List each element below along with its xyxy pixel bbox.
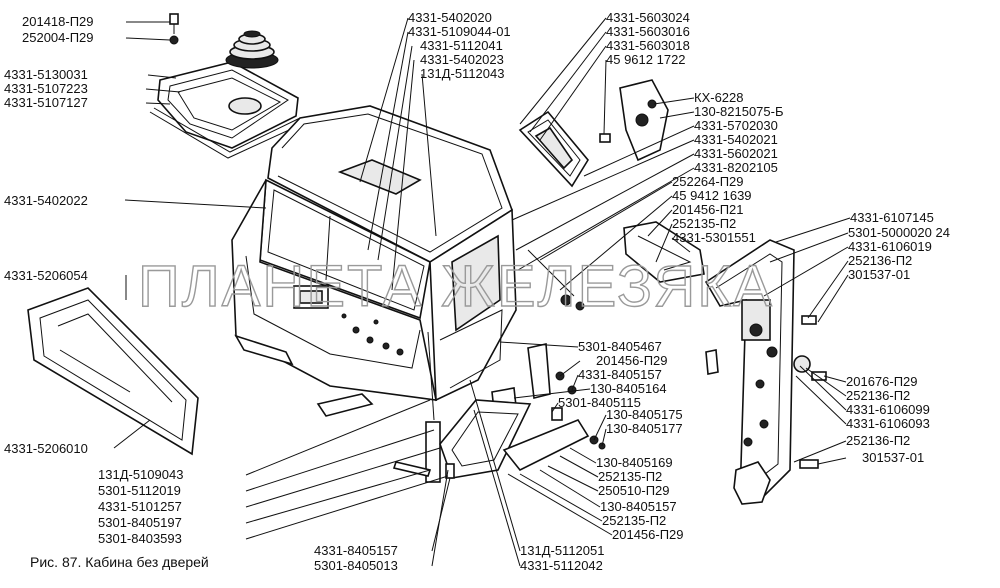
callout-label: 130-8405177 [606,421,683,436]
floor-cover-assembly [149,61,303,159]
callout-label: 5301-8405115 [558,395,641,410]
windshield-glass [27,287,199,456]
callout-label: 252136-П2 [848,253,912,268]
callout-label: 5301-5112019 [98,483,181,498]
callout-label: 4331-5402022 [4,193,88,208]
callout-label: 4331-8405157 [578,367,662,382]
callout-label: 301537-01 [862,450,924,465]
callout-label: 130-8405164 [590,381,667,396]
side-support-bracket [527,221,705,311]
callout-label: 4331-5602021 [694,146,778,161]
callout-label: 201418-П29 [22,14,94,29]
callout-label: 252004-П29 [22,30,94,45]
callout-label: 4331-8202105 [694,160,778,175]
callout-label: 4331-5107127 [4,95,88,110]
callout-label: 5301-5000020 24 [848,225,950,240]
callout-label: 130-8405169 [596,455,673,470]
callout-label: 252136-П2 [846,433,910,448]
callout-label: 4331-6106093 [846,416,930,431]
leader-lines [113,17,851,567]
callout-label: 131Д-5112043 [420,66,504,81]
callout-label: 4331-6106099 [846,402,930,417]
watermark-text: ПЛАНЕТА ЖЕЛЕЗЯКА [138,254,774,319]
callout-label: 5301-8405013 [314,558,398,573]
mirror-bracket [599,79,669,162]
callout-label: 5301-8405467 [578,339,662,354]
callout-label: 201456-П29 [612,527,684,542]
callout-label: 201456-П29 [596,353,668,368]
callout-label: 131Д-5109043 [98,467,183,482]
callout-label: 130-8405157 [600,499,677,514]
callout-label: 301537-01 [848,267,910,282]
callout-label: 4331-5402020 [408,10,492,25]
callout-label: 4331-5603024 [606,10,690,25]
callout-label: 4331-5112042 [520,558,603,573]
callout-label: 4331-5206054 [4,268,88,283]
callout-labels: 201418-П29 252004-П29 4331-5130031 4331-… [4,10,950,573]
rear-column-assembly [704,239,827,505]
callout-label: 252264-П29 [672,174,744,189]
callout-label: 201676-П29 [846,374,918,389]
callout-label: 4331-5206010 [4,441,88,456]
callout-label: 252135-П2 [598,469,662,484]
rear-window-seal [518,110,589,188]
callout-label: 45 9412 1639 [672,188,752,203]
gear-lever-boot [225,30,279,69]
callout-label: 4331-6107145 [850,210,934,225]
screw-and-washer [169,13,179,45]
figure-caption: Рис. 87. Кабина без дверей [30,554,209,570]
callout-label: 45 9612 1722 [606,52,686,67]
callout-label: 4331-5402023 [420,52,504,67]
callout-label: 252135-П2 [602,513,666,528]
callout-label: 4331-5130031 [4,67,88,82]
callout-label: 130-8215075-Б [694,104,784,119]
callout-label: 130-8405175 [606,407,683,422]
callout-label: 252136-П2 [846,388,910,403]
callout-label: 4331-8405157 [314,543,398,558]
callout-label: 4331-5101257 [98,499,182,514]
callout-label: 5301-8405197 [98,515,182,530]
callout-label: 4331-5402021 [694,132,778,147]
callout-label: 4331-5109044-01 [408,24,511,39]
callout-label: 131Д-5112051 [520,543,604,558]
callout-label: КХ-6228 [694,90,744,105]
callout-label: 4331-5107223 [4,81,88,96]
callout-label: 250510-П29 [598,483,670,498]
callout-label: 4331-5112041 [420,38,503,53]
callout-label: 4331-5702030 [694,118,778,133]
callout-label: 4331-6106019 [848,239,932,254]
callout-label: 4331-5603016 [606,24,690,39]
callout-label: 4331-5301551 [672,230,756,245]
callout-label: 252135-П2 [672,216,736,231]
callout-label: 201456-П21 [672,202,744,217]
callout-label: 5301-8403593 [98,531,182,546]
callout-label: 4331-5603018 [606,38,690,53]
